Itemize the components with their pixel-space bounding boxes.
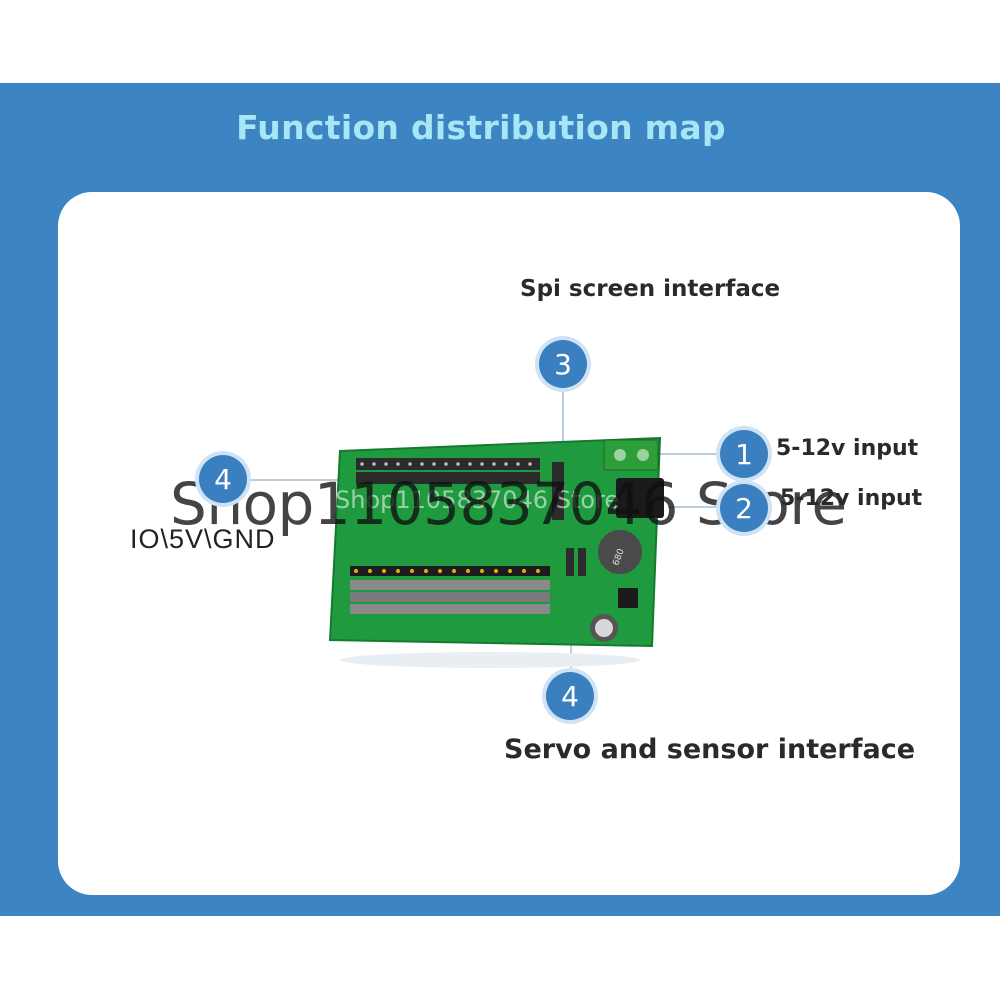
badge-2: 2 [720, 484, 768, 532]
badge-4-servo: 4 [546, 672, 594, 720]
connector-line-power-1 [652, 453, 720, 455]
capacitor-large: 680 [598, 530, 642, 574]
capacitor-small [590, 614, 618, 642]
voltage-regulator [618, 588, 638, 608]
center-pin-headers [566, 548, 586, 576]
connector-line-spi [562, 388, 564, 468]
connector-line-io [246, 479, 346, 481]
dc-jack [616, 478, 664, 518]
servo-sensor-label: Servo and sensor interface [504, 734, 916, 765]
spi-screen-label: Spi screen interface [520, 276, 781, 302]
spi-header [552, 462, 564, 520]
bottom-pin-headers [350, 566, 550, 614]
power-input-label-2: 5-12v input [780, 486, 923, 511]
badge-3: 3 [539, 340, 587, 388]
power-input-label-1: 5-12v input [776, 436, 919, 461]
connector-line-power-2 [668, 506, 720, 508]
badge-4-io: 4 [199, 455, 247, 503]
watermark-text-small: Shop1105837046 Store [335, 486, 620, 514]
top-pin-header [356, 458, 540, 484]
badge-1: 1 [720, 430, 768, 478]
terminal-block [603, 439, 659, 471]
page-title: Function distribution map [236, 108, 726, 147]
io-5v-gnd-label: IO\5V\GND [130, 524, 276, 554]
